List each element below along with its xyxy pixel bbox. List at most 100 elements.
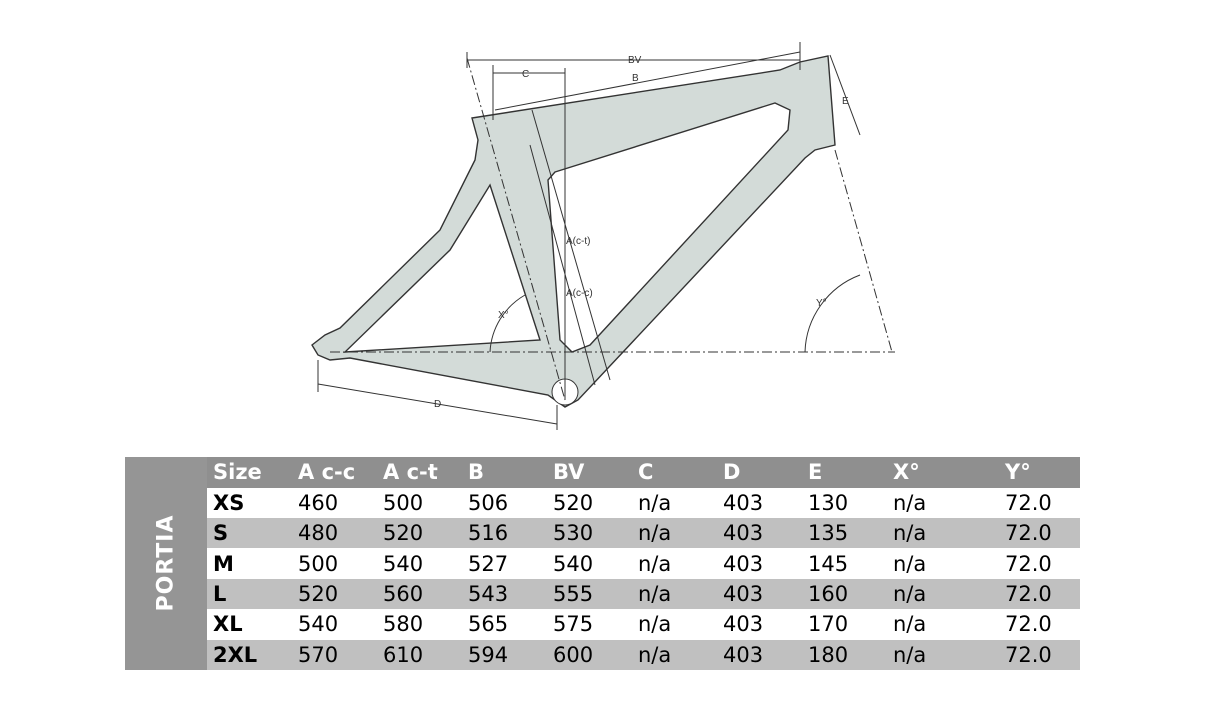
value-cell: n/a	[893, 521, 927, 546]
value-cell: 543	[468, 581, 509, 606]
head-tube-centerline	[834, 149, 893, 353]
value-cell: 600	[553, 642, 594, 667]
column-header: X°	[893, 460, 920, 484]
column-header: D	[723, 460, 741, 484]
value-cell: 610	[383, 642, 424, 667]
table-row: 2XL 570 610 594 600 n/a 403 180 n/a 72.0	[207, 639, 1080, 670]
value-cell: 594	[468, 642, 509, 667]
value-cell: n/a	[893, 581, 927, 606]
value-cell: 72.0	[1005, 612, 1052, 637]
value-cell: n/a	[638, 521, 672, 546]
value-cell: 555	[553, 581, 594, 606]
value-cell: 170	[808, 612, 849, 637]
value-cell: 527	[468, 551, 509, 576]
value-cell: n/a	[638, 581, 672, 606]
value-cell: 575	[553, 612, 594, 637]
seat-tube-centerline	[466, 57, 566, 401]
value-cell: n/a	[893, 551, 927, 576]
value-cell: 560	[383, 581, 424, 606]
angle-arc-x	[489, 294, 526, 353]
value-cell: 403	[723, 642, 764, 667]
value-cell: 540	[553, 551, 594, 576]
value-cell: 500	[383, 491, 424, 515]
value-cell: n/a	[638, 642, 672, 667]
value-cell: 135	[808, 521, 849, 546]
value-cell: 403	[723, 581, 764, 606]
size-cell: XL	[213, 612, 243, 637]
value-cell: 145	[808, 551, 849, 576]
value-cell: 130	[808, 491, 849, 515]
value-cell: 565	[468, 612, 509, 637]
value-cell: 403	[723, 612, 764, 637]
value-cell: 480	[298, 521, 339, 546]
value-cell: 520	[298, 581, 339, 606]
dimension-c	[492, 65, 566, 400]
label-d: D	[434, 399, 441, 410]
label-a-ct: A(c-t)	[566, 236, 590, 247]
value-cell: 72.0	[1005, 642, 1052, 667]
column-header: A c-c	[298, 460, 356, 484]
dimension-d	[317, 360, 558, 430]
value-cell: 516	[468, 521, 509, 546]
frame-geometry-diagram: BV B C E A(c-t) A(c-c) X° Y° D	[311, 42, 895, 430]
value-cell: n/a	[638, 491, 672, 515]
value-cell: 180	[808, 642, 849, 667]
value-cell: n/a	[893, 491, 927, 515]
size-cell: M	[213, 551, 234, 576]
size-cell: XS	[213, 491, 245, 515]
value-cell: 580	[383, 612, 424, 637]
model-name: PORTIA	[153, 514, 179, 612]
value-cell: n/a	[638, 551, 672, 576]
table-row: XL 540 580 565 575 n/a 403 170 n/a 72.0	[207, 609, 1080, 640]
value-cell: 500	[298, 551, 339, 576]
value-cell: 72.0	[1005, 581, 1052, 606]
dimension-a	[529, 109, 611, 386]
label-x-angle: X°	[498, 310, 509, 321]
value-cell: n/a	[893, 642, 927, 667]
value-cell: 160	[808, 581, 849, 606]
table-row: XS 460 500 506 520 n/a 403 130 n/a 72.0	[207, 488, 1080, 518]
value-cell: 520	[553, 491, 594, 515]
label-y-angle: Y°	[816, 298, 827, 309]
table-row: S 480 520 516 530 n/a 403 135 n/a 72.0	[207, 518, 1080, 549]
column-header: B	[468, 460, 485, 484]
value-cell: 403	[723, 491, 764, 515]
model-name-cell: PORTIA	[125, 457, 207, 670]
value-cell: 72.0	[1005, 491, 1052, 515]
value-cell: 540	[298, 612, 339, 637]
value-cell: 540	[383, 551, 424, 576]
column-header: Size	[213, 460, 262, 484]
value-cell: 403	[723, 551, 764, 576]
value-cell: n/a	[893, 612, 927, 637]
column-header: A c-t	[383, 460, 438, 484]
column-header: Y°	[1005, 460, 1031, 484]
column-header: E	[808, 460, 823, 484]
dimension-e	[829, 54, 861, 136]
label-c: C	[522, 69, 529, 80]
value-cell: 520	[383, 521, 424, 546]
value-cell: 403	[723, 521, 764, 546]
label-a-cc: A(c-c)	[566, 288, 593, 299]
frame-shape	[311, 55, 836, 408]
value-cell: 460	[298, 491, 339, 515]
dimension-bv	[466, 42, 801, 70]
size-cell: 2XL	[213, 642, 258, 667]
angle-arc-y	[804, 274, 861, 353]
size-cell: S	[213, 521, 229, 546]
table-row: L 520 560 543 555 n/a 403 160 n/a 72.0	[207, 578, 1080, 609]
value-cell: 570	[298, 642, 339, 667]
size-cell: L	[213, 581, 227, 606]
value-cell: n/a	[638, 612, 672, 637]
value-cell: 530	[553, 521, 594, 546]
dimension-b	[494, 51, 801, 111]
table-row: M 500 540 527 540 n/a 403 145 n/a 72.0	[207, 548, 1080, 579]
label-bv: BV	[628, 55, 642, 66]
value-cell: 72.0	[1005, 521, 1052, 546]
column-header: C	[638, 460, 654, 484]
label-b: B	[632, 73, 639, 84]
label-e: E	[842, 96, 849, 107]
value-cell: 506	[468, 491, 509, 515]
value-cell: 72.0	[1005, 551, 1052, 576]
